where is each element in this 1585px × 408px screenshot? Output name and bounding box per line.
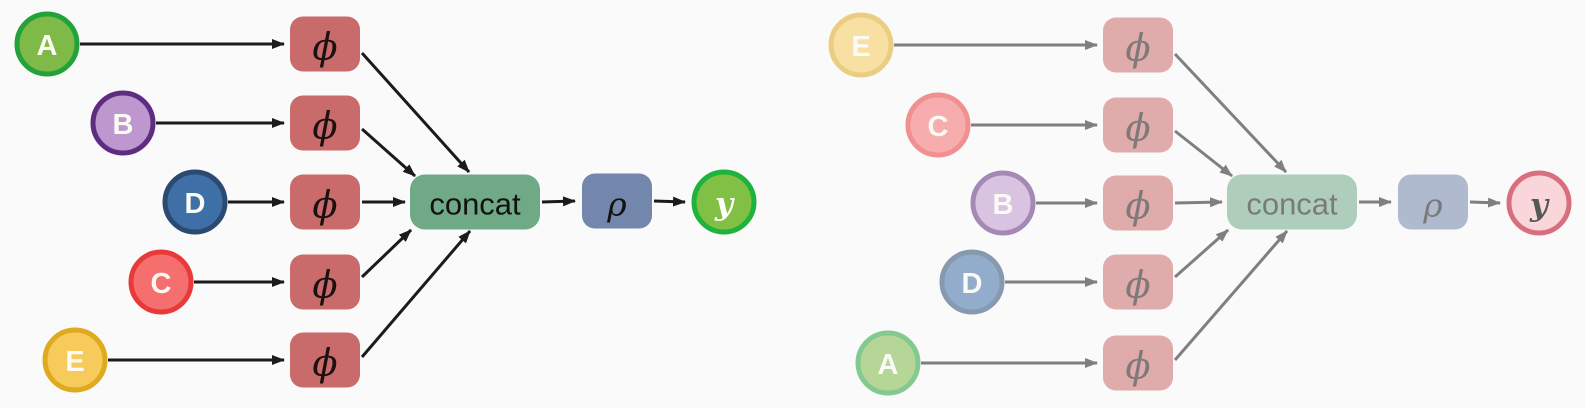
- input-node-label: C: [928, 111, 949, 143]
- input-node-A: [855, 330, 921, 396]
- arrow-phi-to-concat: [360, 228, 413, 279]
- output-node: [1506, 170, 1572, 236]
- arrow-phi-to-concat: [1173, 230, 1289, 361]
- phi-box: [290, 332, 360, 388]
- phi-box: [290, 174, 360, 230]
- phi-label: ϕ: [312, 184, 337, 227]
- input-node-E: [828, 12, 894, 78]
- phi-box: [1103, 97, 1173, 153]
- phi-label: ϕ: [1125, 185, 1150, 228]
- phi-box: [290, 254, 360, 310]
- phi-box: [290, 16, 360, 72]
- input-node-D: [939, 249, 1005, 315]
- phi-label: ϕ: [1125, 27, 1150, 70]
- phi-box: [1103, 175, 1173, 231]
- input-node-label: B: [113, 109, 134, 141]
- phi-label: ϕ: [1125, 264, 1150, 307]
- phi-box: [1103, 335, 1173, 391]
- arrow-rho-to-output: [653, 196, 686, 207]
- input-node-C: [128, 249, 194, 315]
- phi-label: ϕ: [1125, 345, 1150, 388]
- input-node-C: [905, 92, 971, 158]
- input-node-D: [162, 169, 228, 235]
- rho-box: [582, 173, 652, 229]
- arrow-phi-to-concat: [360, 51, 471, 174]
- arrow-phi-to-concat: [1174, 129, 1233, 178]
- output-node-label: y: [714, 186, 735, 222]
- input-node-E: [42, 327, 108, 393]
- input-node-B: [970, 170, 1036, 236]
- arrow-phi-to-concat: [1174, 228, 1229, 279]
- output-group-shuffled-order: y: [1506, 170, 1572, 236]
- input-node-label: B: [993, 189, 1014, 221]
- phi-label: ϕ: [312, 342, 337, 385]
- output-node: [691, 169, 757, 235]
- input-node-label: A: [878, 349, 899, 381]
- phi-label: ϕ: [1125, 107, 1150, 150]
- concat-box: [1227, 174, 1357, 230]
- arrow-rho-to-output: [1469, 197, 1501, 208]
- phi-box: [1103, 254, 1173, 310]
- arrow-concat-to-rho: [541, 196, 576, 207]
- arrow-phi-to-concat: [361, 127, 416, 178]
- arrow-phi-to-concat: [360, 230, 472, 358]
- input-node-label: E: [65, 346, 84, 378]
- concat-label: concat: [429, 187, 521, 222]
- input-node-B: [90, 90, 156, 156]
- input-node-label: C: [151, 268, 172, 300]
- phi-box: [1103, 17, 1173, 73]
- output-group-original-order: y: [691, 169, 757, 235]
- arrow-phi-to-concat: [1174, 197, 1223, 208]
- arrow-phi-to-concat: [1173, 52, 1288, 174]
- input-node-label: D: [962, 268, 983, 300]
- input-node-A: [14, 11, 80, 77]
- input-node-label: A: [37, 30, 58, 62]
- phi-label: ϕ: [312, 264, 337, 307]
- input-node-label: E: [851, 31, 870, 63]
- phi-box: [290, 95, 360, 151]
- rho-label: ρ: [606, 185, 627, 224]
- rho-box: [1398, 174, 1468, 230]
- input-node-label: D: [185, 188, 206, 220]
- concat-label: concat: [1246, 187, 1338, 222]
- concat-box: [410, 174, 540, 230]
- phi-label: ϕ: [312, 26, 337, 69]
- rho-label: ρ: [1422, 186, 1443, 225]
- output-node-label: y: [1529, 187, 1550, 223]
- phi-label: ϕ: [312, 105, 337, 148]
